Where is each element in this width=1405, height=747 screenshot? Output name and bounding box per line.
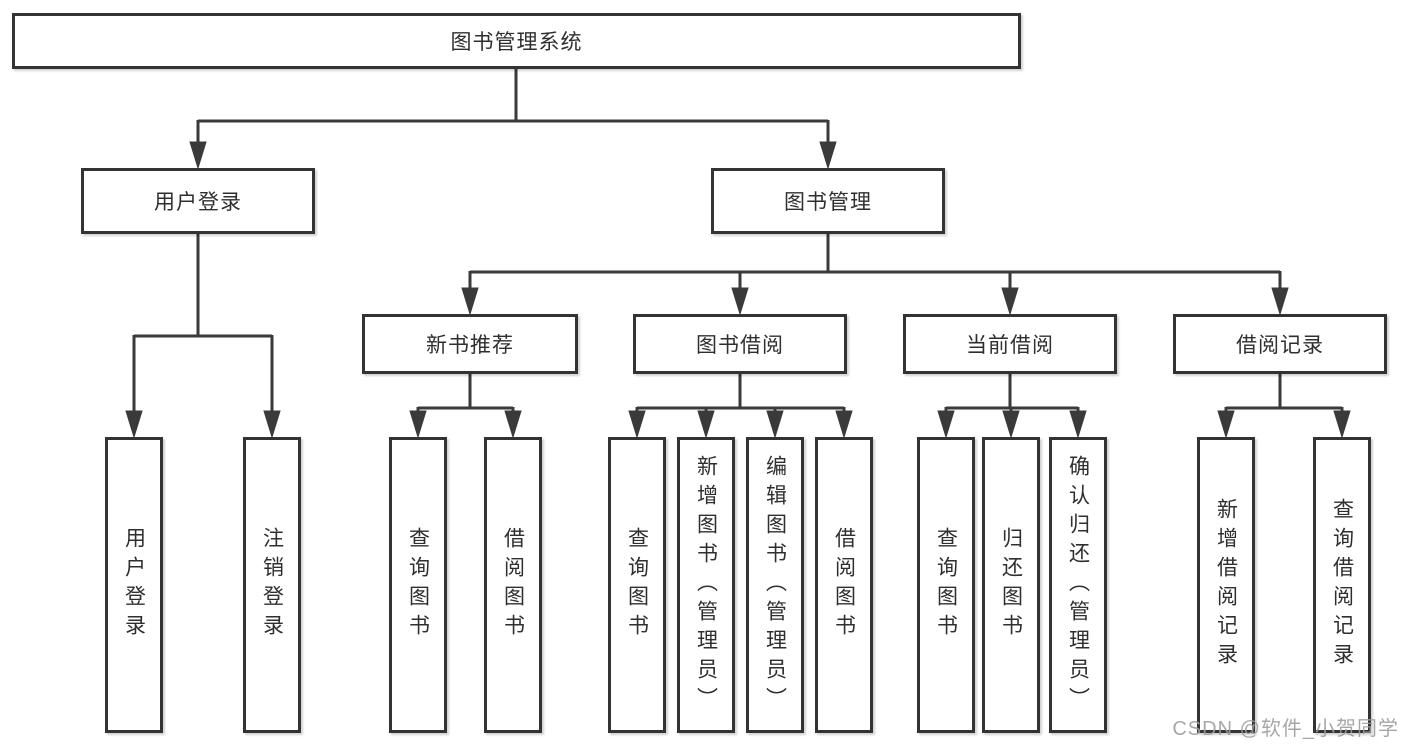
node-borrowing-records: 借阅记录 bbox=[1173, 314, 1387, 374]
arrow-down-icon bbox=[125, 410, 143, 439]
leaf-return-books: 归还图书 bbox=[982, 437, 1040, 733]
node-label: 图书管理系统 bbox=[450, 31, 583, 54]
node-label: 借阅记录 bbox=[1236, 334, 1324, 357]
arrow-down-icon bbox=[1333, 410, 1351, 439]
leaf-label: 注销登录 bbox=[260, 527, 284, 643]
leaf-add-books-admin: 新增图书（管理员） bbox=[677, 437, 735, 733]
leaf-label: 新增图书（管理员） bbox=[694, 454, 718, 716]
csdn-watermark: CSDN @软件_小贺同学 bbox=[1172, 718, 1399, 740]
leaf-label: 确认归还（管理员） bbox=[1066, 454, 1090, 716]
node-label: 用户登录 bbox=[154, 191, 242, 214]
node-label: 当前借阅 bbox=[966, 334, 1054, 357]
node-label: 图书借阅 bbox=[696, 334, 784, 357]
leaf-user-login: 用户登录 bbox=[105, 437, 163, 733]
node-label: 图书管理 bbox=[784, 191, 872, 214]
arrow-down-icon bbox=[819, 141, 837, 170]
arrow-down-icon bbox=[766, 410, 784, 439]
leaf-query-borrow-record: 查询借阅记录 bbox=[1313, 437, 1371, 733]
arrow-down-icon bbox=[263, 410, 281, 439]
leaf-query-books: 查询图书 bbox=[917, 437, 975, 733]
leaf-borrow-books: 借阅图书 bbox=[815, 437, 873, 733]
arrow-down-icon bbox=[189, 141, 207, 170]
node-new-book-recommend: 新书推荐 bbox=[362, 314, 578, 374]
leaf-label: 用户登录 bbox=[122, 527, 146, 643]
node-current-borrowing: 当前借阅 bbox=[903, 314, 1117, 374]
arrow-down-icon bbox=[835, 410, 853, 439]
leaf-label: 查询借阅记录 bbox=[1330, 498, 1354, 672]
leaf-label: 编辑图书（管理员） bbox=[763, 454, 787, 716]
node-user-login-branch: 用户登录 bbox=[81, 168, 315, 234]
leaf-add-borrow-record: 新增借阅记录 bbox=[1197, 437, 1255, 733]
leaf-edit-books-admin: 编辑图书（管理员） bbox=[746, 437, 804, 733]
leaf-label: 归还图书 bbox=[999, 527, 1023, 643]
leaf-label: 查询图书 bbox=[934, 527, 958, 643]
node-root-system: 图书管理系统 bbox=[12, 13, 1021, 69]
arrow-down-icon bbox=[731, 287, 749, 316]
leaf-label: 新增借阅记录 bbox=[1214, 498, 1238, 672]
leaf-confirm-return-admin: 确认归还（管理员） bbox=[1049, 437, 1107, 733]
node-book-borrowing: 图书借阅 bbox=[633, 314, 847, 374]
arrow-down-icon bbox=[628, 410, 646, 439]
leaf-logout: 注销登录 bbox=[243, 437, 301, 733]
arrow-down-icon bbox=[1069, 410, 1087, 439]
node-label: 新书推荐 bbox=[426, 334, 514, 357]
arrow-down-icon bbox=[504, 410, 522, 439]
leaf-label: 查询图书 bbox=[406, 527, 430, 643]
arrow-down-icon bbox=[461, 287, 479, 316]
arrow-down-icon bbox=[409, 410, 427, 439]
leaf-label: 借阅图书 bbox=[832, 527, 856, 643]
arrow-down-icon bbox=[1217, 410, 1235, 439]
arrow-down-icon bbox=[1002, 410, 1020, 439]
arrow-down-icon bbox=[937, 410, 955, 439]
leaf-query-books: 查询图书 bbox=[608, 437, 666, 733]
arrow-down-icon bbox=[1271, 287, 1289, 316]
leaf-label: 借阅图书 bbox=[501, 527, 525, 643]
arrow-down-icon bbox=[1001, 287, 1019, 316]
leaf-borrow-books: 借阅图书 bbox=[484, 437, 542, 733]
arrow-down-icon bbox=[697, 410, 715, 439]
leaf-query-books: 查询图书 bbox=[389, 437, 447, 733]
node-book-management-branch: 图书管理 bbox=[711, 168, 945, 234]
leaf-label: 查询图书 bbox=[625, 527, 649, 643]
